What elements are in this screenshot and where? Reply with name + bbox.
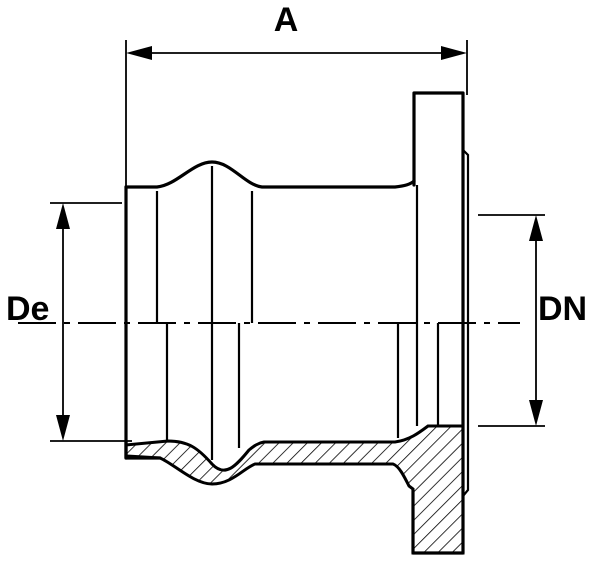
bottom-left-corner bbox=[124, 439, 162, 460]
arrow-up-icon bbox=[529, 215, 543, 241]
arrow-right-icon bbox=[441, 46, 467, 60]
dimension-dn: DN bbox=[478, 214, 587, 427]
label-a: A bbox=[274, 1, 299, 39]
arrow-down-icon bbox=[56, 415, 70, 441]
arrow-left-icon bbox=[126, 46, 152, 60]
dimension-a: A bbox=[125, 1, 468, 188]
arrow-down-icon bbox=[529, 400, 543, 426]
flange-face-step bbox=[462, 149, 470, 497]
dimension-de: De bbox=[6, 202, 132, 442]
flange-outline bbox=[411, 91, 465, 555]
part-body bbox=[124, 91, 470, 555]
label-dn: DN bbox=[538, 290, 587, 328]
label-de: De bbox=[6, 290, 49, 328]
hatched-wall-section bbox=[124, 424, 465, 555]
outer-top-contour bbox=[124, 160, 416, 189]
arrow-up-icon bbox=[56, 203, 70, 229]
